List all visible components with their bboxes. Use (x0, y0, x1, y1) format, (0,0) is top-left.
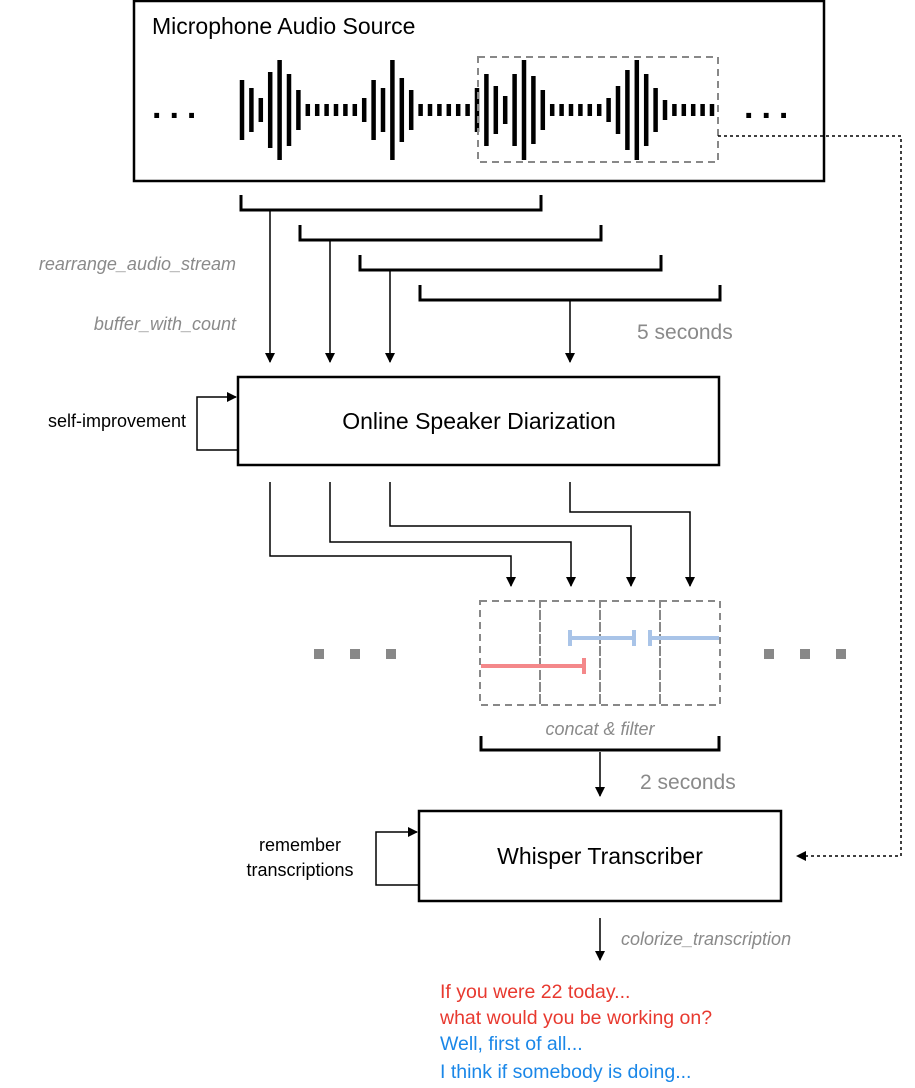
ellipsis-left: ... (152, 88, 204, 126)
remember-label-1: remember (259, 835, 341, 855)
remember-loop (375, 827, 419, 886)
five-seconds-label: 5 seconds (637, 321, 733, 344)
transcript-line: what would you be working on? (439, 1007, 712, 1029)
concat-filter-label: concat & filter (545, 719, 655, 739)
raw-audio-dotted-arrow (718, 135, 902, 861)
transcript-line: I think if somebody is doing... (440, 1061, 691, 1083)
transcriber-title: Whisper Transcriber (497, 843, 703, 869)
ellipsis-right: ... (744, 88, 796, 126)
buffer-arrows (265, 210, 575, 363)
segment-ellipsis-left (314, 649, 396, 659)
transcript-line: Well, first of all... (440, 1033, 583, 1055)
self-improvement-loop (196, 392, 238, 451)
speaker-b-segments (568, 630, 719, 646)
segment-ellipsis-right (764, 649, 846, 659)
concat-bracket (479, 736, 721, 752)
diarization-output-arrows (269, 482, 695, 587)
audio-source-title: Microphone Audio Source (152, 13, 415, 39)
audio-source-box: Microphone Audio Source ... ... (132, 0, 826, 183)
diarization-box (236, 375, 721, 467)
current-window-box (477, 56, 719, 163)
transcriber-box (417, 809, 783, 903)
colorize-label: colorize_transcription (621, 929, 791, 949)
segment-chunks (479, 600, 721, 706)
buffer-brackets (239, 195, 722, 302)
rearrange-label: rearrange_audio_stream (39, 254, 236, 274)
speaker-a-segment (481, 658, 586, 674)
transcript-line: If you were 22 today... (440, 981, 630, 1003)
audio-waveform (239, 60, 715, 160)
transcript: If you were 22 today... what would you b… (439, 981, 712, 1083)
diarization-title: Online Speaker Diarization (342, 408, 616, 434)
self-improvement-label: self-improvement (48, 411, 186, 431)
two-seconds-label: 2 seconds (640, 771, 736, 794)
buffer-label: buffer_with_count (94, 314, 237, 334)
remember-label-2: transcriptions (246, 860, 353, 880)
